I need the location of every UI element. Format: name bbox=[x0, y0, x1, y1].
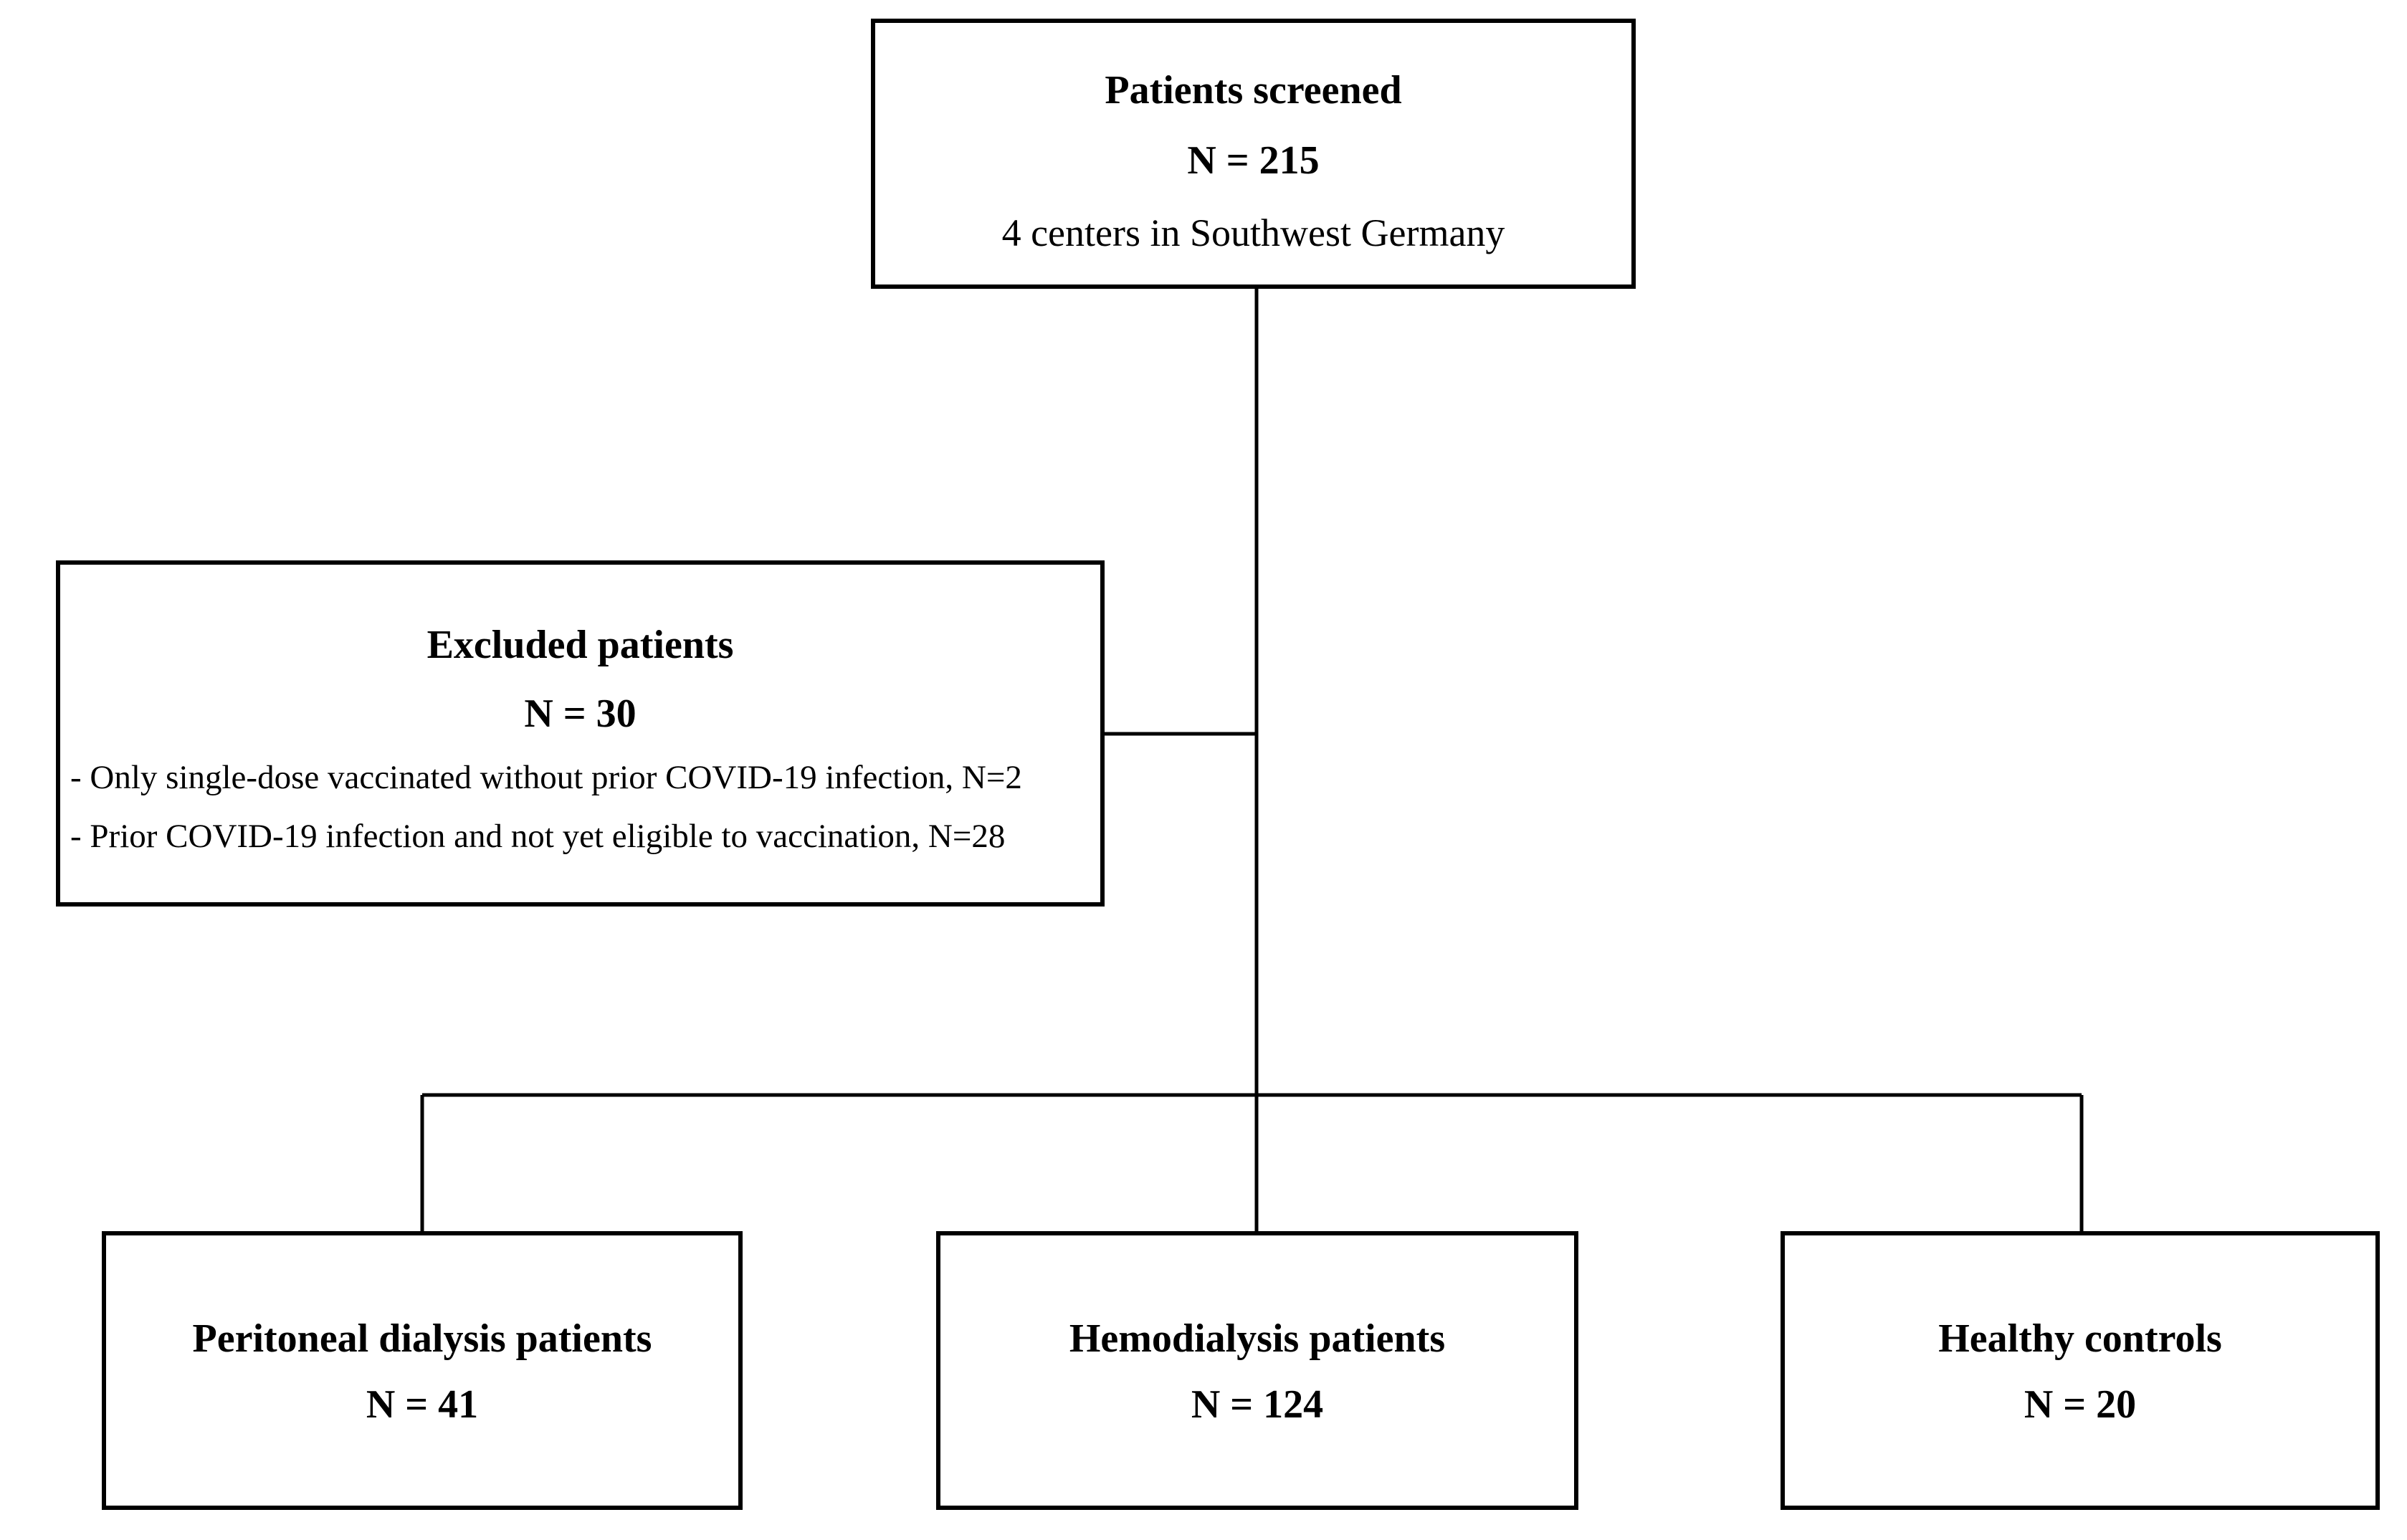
group-count: N = 124 bbox=[1191, 1382, 1324, 1427]
healthy-controls-box: Healthy controls N = 20 bbox=[1781, 1231, 2380, 1510]
excluded-reason-item: - Prior COVID-19 infection and not yet e… bbox=[70, 818, 1006, 855]
excluded-patients-count: N = 30 bbox=[524, 692, 637, 736]
excluded-reason-item: - Only single-dose vaccinated without pr… bbox=[70, 759, 1022, 796]
patients-screened-title: Patients screened bbox=[1105, 68, 1402, 113]
group-title: Peritoneal dialysis patients bbox=[192, 1316, 652, 1361]
patients-screened-box: Patients screened N = 215 4 centers in S… bbox=[871, 19, 1636, 289]
peritoneal-dialysis-box: Peritoneal dialysis patients N = 41 bbox=[102, 1231, 743, 1510]
group-title: Hemodialysis patients bbox=[1069, 1316, 1446, 1361]
hemodialysis-box: Hemodialysis patients N = 124 bbox=[936, 1231, 1578, 1510]
group-title: Healthy controls bbox=[1938, 1316, 2222, 1361]
patients-screened-count: N = 215 bbox=[1187, 138, 1320, 183]
excluded-patients-title: Excluded patients bbox=[426, 623, 734, 667]
group-count: N = 41 bbox=[366, 1382, 479, 1427]
group-count: N = 20 bbox=[2024, 1382, 2137, 1427]
patients-screened-note: 4 centers in Southwest Germany bbox=[1001, 211, 1505, 254]
excluded-patients-box: Excluded patients N = 30 - Only single-d… bbox=[56, 560, 1105, 907]
